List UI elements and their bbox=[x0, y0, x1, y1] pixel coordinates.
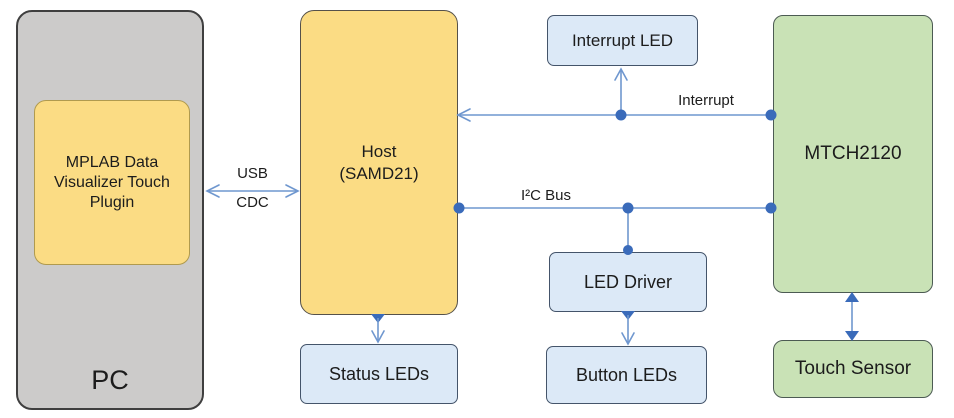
pc-block-label: PC bbox=[91, 365, 129, 395]
status-leds-block: Status LEDs bbox=[300, 344, 458, 404]
host-block-label-line1: Host bbox=[361, 142, 397, 162]
cdc-wire-label: CDC bbox=[236, 194, 269, 211]
i2c-bus-connector bbox=[453, 202, 777, 255]
led-driver-block: LED Driver bbox=[549, 252, 707, 312]
touch-sensor-label: Touch Sensor bbox=[794, 358, 912, 380]
mtch2120-label: MTCH2120 bbox=[804, 143, 902, 165]
host-block-label-line2: (SAMD21) bbox=[339, 163, 419, 183]
interrupt-wire-label: Interrupt bbox=[678, 92, 734, 109]
status-leds-label: Status LEDs bbox=[328, 363, 430, 384]
button-leds-label: Button LEDs bbox=[575, 364, 678, 385]
host-samd21-block: Host (SAMD21) bbox=[300, 10, 458, 315]
host-to-status-leds-connector bbox=[371, 314, 385, 344]
usb-wire-label: USB bbox=[237, 165, 268, 182]
led-driver-label: LED Driver bbox=[583, 271, 672, 292]
led-driver-to-button-leds-connector bbox=[621, 311, 635, 346]
touch-sensor-block: Touch Sensor bbox=[773, 340, 933, 398]
mplab-data-visualizer-touch-plugin-block: MPLAB Data Visualizer Touch Plugin bbox=[34, 100, 190, 265]
button-leds-block: Button LEDs bbox=[546, 346, 707, 404]
mtch2120-to-touch-sensor-connector bbox=[845, 292, 859, 341]
mplab-block-label: MPLAB Data Visualizer Touch Plugin bbox=[54, 153, 170, 211]
interrupt-led-label: Interrupt LED bbox=[571, 30, 674, 50]
mtch2120-block: MTCH2120 bbox=[773, 15, 933, 293]
i2c-bus-wire-label: I²C Bus bbox=[520, 187, 571, 204]
interrupt-led-block: Interrupt LED bbox=[547, 15, 698, 66]
